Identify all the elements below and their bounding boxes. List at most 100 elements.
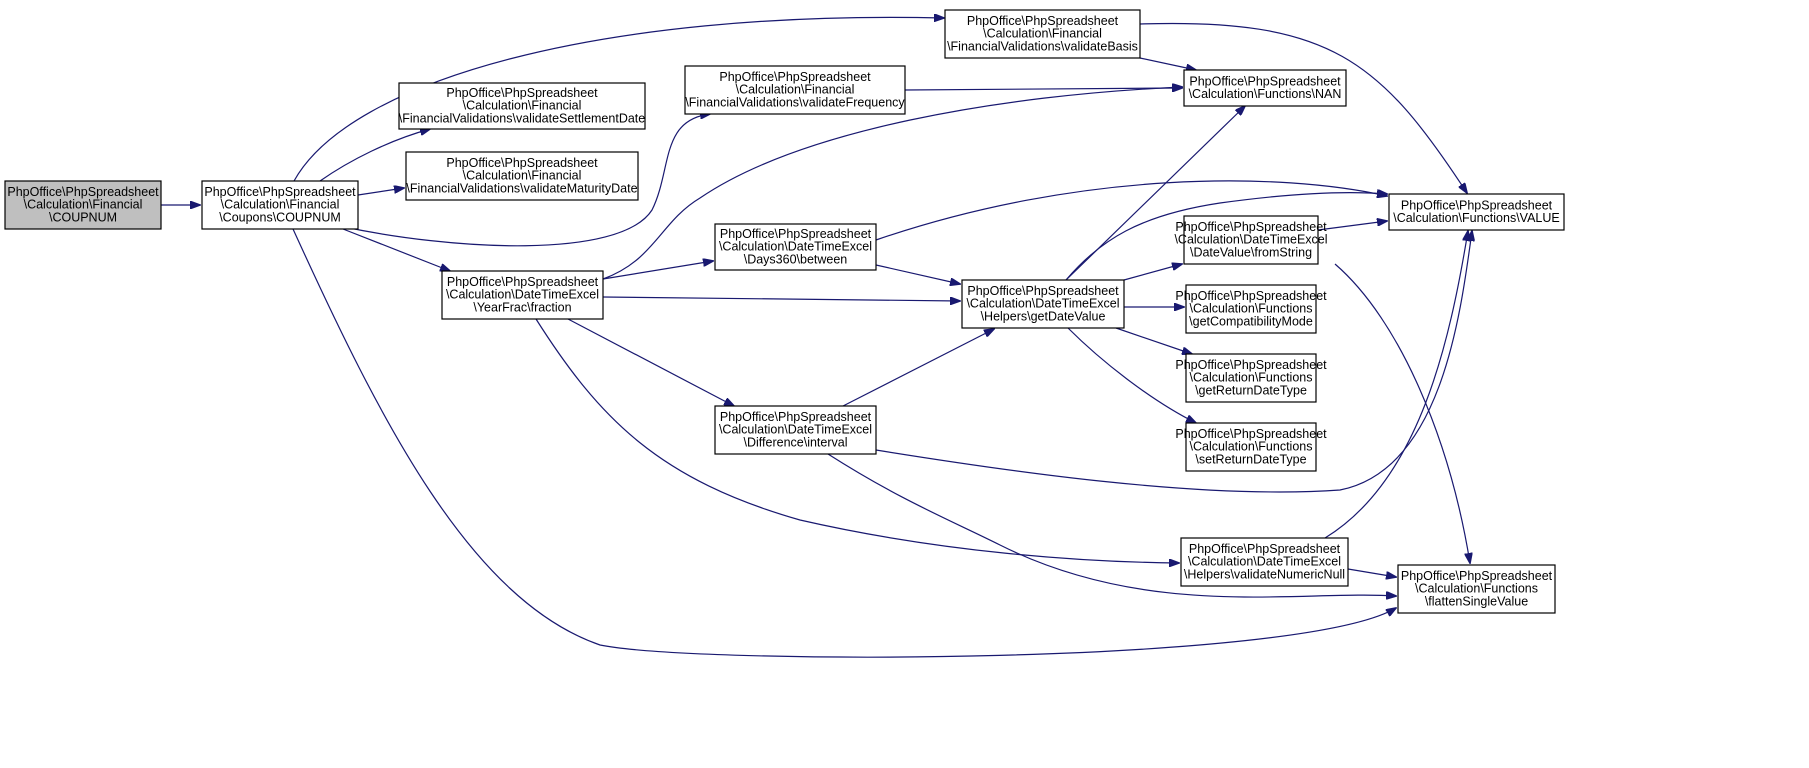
node-nan[interactable]: PhpOffice\PhpSpreadsheet\Calculation\Fun… <box>1183 69 1347 107</box>
node-box <box>961 279 1125 329</box>
node-box <box>1397 564 1556 614</box>
node-getret[interactable]: PhpOffice\PhpSpreadsheet\Calculation\Fun… <box>1175 353 1327 403</box>
node-label-line: \Calculation\DateTimeExcel <box>719 240 872 254</box>
edge-getdate-to-value <box>1065 193 1387 281</box>
node-flatten[interactable]: PhpOffice\PhpSpreadsheet\Calculation\Fun… <box>1397 564 1556 614</box>
node-getcompat[interactable]: PhpOffice\PhpSpreadsheet\Calculation\Fun… <box>1175 284 1327 334</box>
node-label-line: PhpOffice\PhpSpreadsheet <box>447 275 599 289</box>
node-box <box>1388 193 1565 231</box>
node-label-line: \DateValue\fromString <box>1190 245 1312 259</box>
node-vnumnull[interactable]: PhpOffice\PhpSpreadsheet\Calculation\Dat… <box>1180 537 1349 587</box>
node-box <box>1185 353 1317 403</box>
node-label-line: \Calculation\Functions <box>1190 440 1313 454</box>
node-value[interactable]: PhpOffice\PhpSpreadsheet\Calculation\Fun… <box>1388 193 1565 231</box>
node-getdate[interactable]: PhpOffice\PhpSpreadsheet\Calculation\Dat… <box>961 279 1125 329</box>
edge-interval-to-getdate <box>842 329 994 407</box>
node-label-line: PhpOffice\PhpSpreadsheet <box>719 70 871 84</box>
node-vbasis[interactable]: PhpOffice\PhpSpreadsheet\Calculation\Fin… <box>944 9 1141 59</box>
node-label-line: \Difference\interval <box>744 435 848 449</box>
node-label-line: \Calculation\DateTimeExcel <box>966 297 1119 311</box>
node-label-line: \FinancialValidations\validateBasis <box>947 39 1138 53</box>
edge-yearfrac-to-nan <box>602 87 1182 280</box>
edge-getdate-to-fromstring <box>1123 264 1182 281</box>
node-box <box>714 405 877 455</box>
node-label-line: \Calculation\Financial <box>983 27 1102 41</box>
node-label-line: \Helpers\getDateValue <box>981 309 1106 323</box>
node-box <box>1185 422 1317 472</box>
node-label-line: PhpOffice\PhpSpreadsheet <box>1189 542 1341 556</box>
nodes-layer: PhpOffice\PhpSpreadsheet\Calculation\Fin… <box>4 9 1565 614</box>
node-label-line: \Calculation\Functions\NAN <box>1189 87 1342 101</box>
edge-days360-to-value <box>875 180 1387 241</box>
node-label-line: \Calculation\Financial <box>736 83 855 97</box>
node-label-line: PhpOffice\PhpSpreadsheet <box>1175 220 1327 234</box>
node-label-line: \Calculation\Functions <box>1190 302 1313 316</box>
node-label-line: \FinancialValidations\validateMaturityDa… <box>406 181 637 195</box>
node-label-line: PhpOffice\PhpSpreadsheet <box>720 410 872 424</box>
node-label-line: PhpOffice\PhpSpreadsheet <box>446 156 598 170</box>
edge-vfreq-to-nan <box>904 88 1182 90</box>
node-label-line: \Calculation\Financial <box>463 99 582 113</box>
node-label-line: \Calculation\Functions\VALUE <box>1393 211 1560 225</box>
node-box <box>441 270 604 320</box>
edge-getdate-to-setret <box>1067 327 1196 423</box>
edge-fromstring-to-value <box>1317 221 1387 231</box>
node-label-line: PhpOffice\PhpSpreadsheet <box>1175 358 1327 372</box>
node-label-line: PhpOffice\PhpSpreadsheet <box>1175 427 1327 441</box>
node-days360[interactable]: PhpOffice\PhpSpreadsheet\Calculation\Dat… <box>714 223 877 271</box>
edge-days360-to-getdate <box>875 264 960 284</box>
node-vmat[interactable]: PhpOffice\PhpSpreadsheet\Calculation\Fin… <box>405 151 639 201</box>
node-box <box>714 223 877 271</box>
node-label-line: PhpOffice\PhpSpreadsheet <box>967 284 1119 298</box>
node-label-line: \YearFrac\fraction <box>473 300 571 314</box>
edge-yearfrac-to-days360 <box>602 261 713 280</box>
edge-coupons-to-vfreq <box>339 114 710 247</box>
node-label-line: \COUPNUM <box>49 210 117 224</box>
node-box <box>201 180 359 230</box>
node-vsettle[interactable]: PhpOffice\PhpSpreadsheet\Calculation\Fin… <box>398 82 646 130</box>
node-label-line: PhpOffice\PhpSpreadsheet <box>1401 569 1553 583</box>
node-box <box>1180 537 1349 587</box>
node-label-line: PhpOffice\PhpSpreadsheet <box>7 185 159 199</box>
node-label-line: PhpOffice\PhpSpreadsheet <box>1175 289 1327 303</box>
edge-yearfrac-to-getdate <box>602 296 960 301</box>
node-label-line: PhpOffice\PhpSpreadsheet <box>1401 198 1553 212</box>
node-label-line: \Calculation\DateTimeExcel <box>1174 233 1327 247</box>
node-label-line: \Calculation\Financial <box>24 198 143 212</box>
edge-coupons-to-vsettle <box>319 129 430 182</box>
node-label-line: \Calculation\DateTimeExcel <box>719 423 872 437</box>
node-label-line: PhpOffice\PhpSpreadsheet <box>720 227 872 241</box>
edge-vbasis-to-nan <box>1139 57 1196 70</box>
node-label-line: \Calculation\DateTimeExcel <box>1188 555 1341 569</box>
node-setret[interactable]: PhpOffice\PhpSpreadsheet\Calculation\Fun… <box>1175 422 1327 472</box>
node-root[interactable]: PhpOffice\PhpSpreadsheet\Calculation\Fin… <box>4 180 162 230</box>
node-yearfrac[interactable]: PhpOffice\PhpSpreadsheet\Calculation\Dat… <box>441 270 604 320</box>
node-box <box>405 151 639 201</box>
node-label-line: \Coupons\COUPNUM <box>219 210 341 224</box>
edge-coupons-to-vmat <box>357 188 404 196</box>
node-label-line: \getReturnDateType <box>1195 383 1307 397</box>
node-label-line: \Days360\between <box>744 252 848 266</box>
edge-coupons-to-flatten <box>292 228 1396 658</box>
node-interval[interactable]: PhpOffice\PhpSpreadsheet\Calculation\Dat… <box>714 405 877 455</box>
node-label-line: \Calculation\Functions <box>1415 582 1538 596</box>
edge-vbasis-to-value <box>1139 22 1467 193</box>
node-label-line: \Calculation\DateTimeExcel <box>446 288 599 302</box>
node-label-line: \FinancialValidations\validateSettlement… <box>399 111 645 125</box>
node-label-line: \Calculation\Financial <box>221 198 340 212</box>
node-label-line: \FinancialValidations\validateFrequency <box>685 95 905 109</box>
node-label-line: \getCompatibilityMode <box>1189 314 1313 328</box>
node-label-line: \Calculation\Financial <box>463 169 582 183</box>
node-vfreq[interactable]: PhpOffice\PhpSpreadsheet\Calculation\Fin… <box>684 65 906 115</box>
node-box <box>684 65 906 115</box>
edges-layer <box>161 17 1472 658</box>
node-fromstring[interactable]: PhpOffice\PhpSpreadsheet\Calculation\Dat… <box>1174 215 1328 265</box>
node-coupons[interactable]: PhpOffice\PhpSpreadsheet\Calculation\Fin… <box>201 180 359 230</box>
edge-vnumnull-to-flatten <box>1347 568 1396 577</box>
node-box <box>1185 284 1317 334</box>
edge-yearfrac-to-vnumnull <box>535 318 1179 563</box>
edge-fromstring-to-flatten <box>1334 263 1470 563</box>
node-box <box>4 180 162 230</box>
node-label-line: \setReturnDateType <box>1195 452 1306 466</box>
